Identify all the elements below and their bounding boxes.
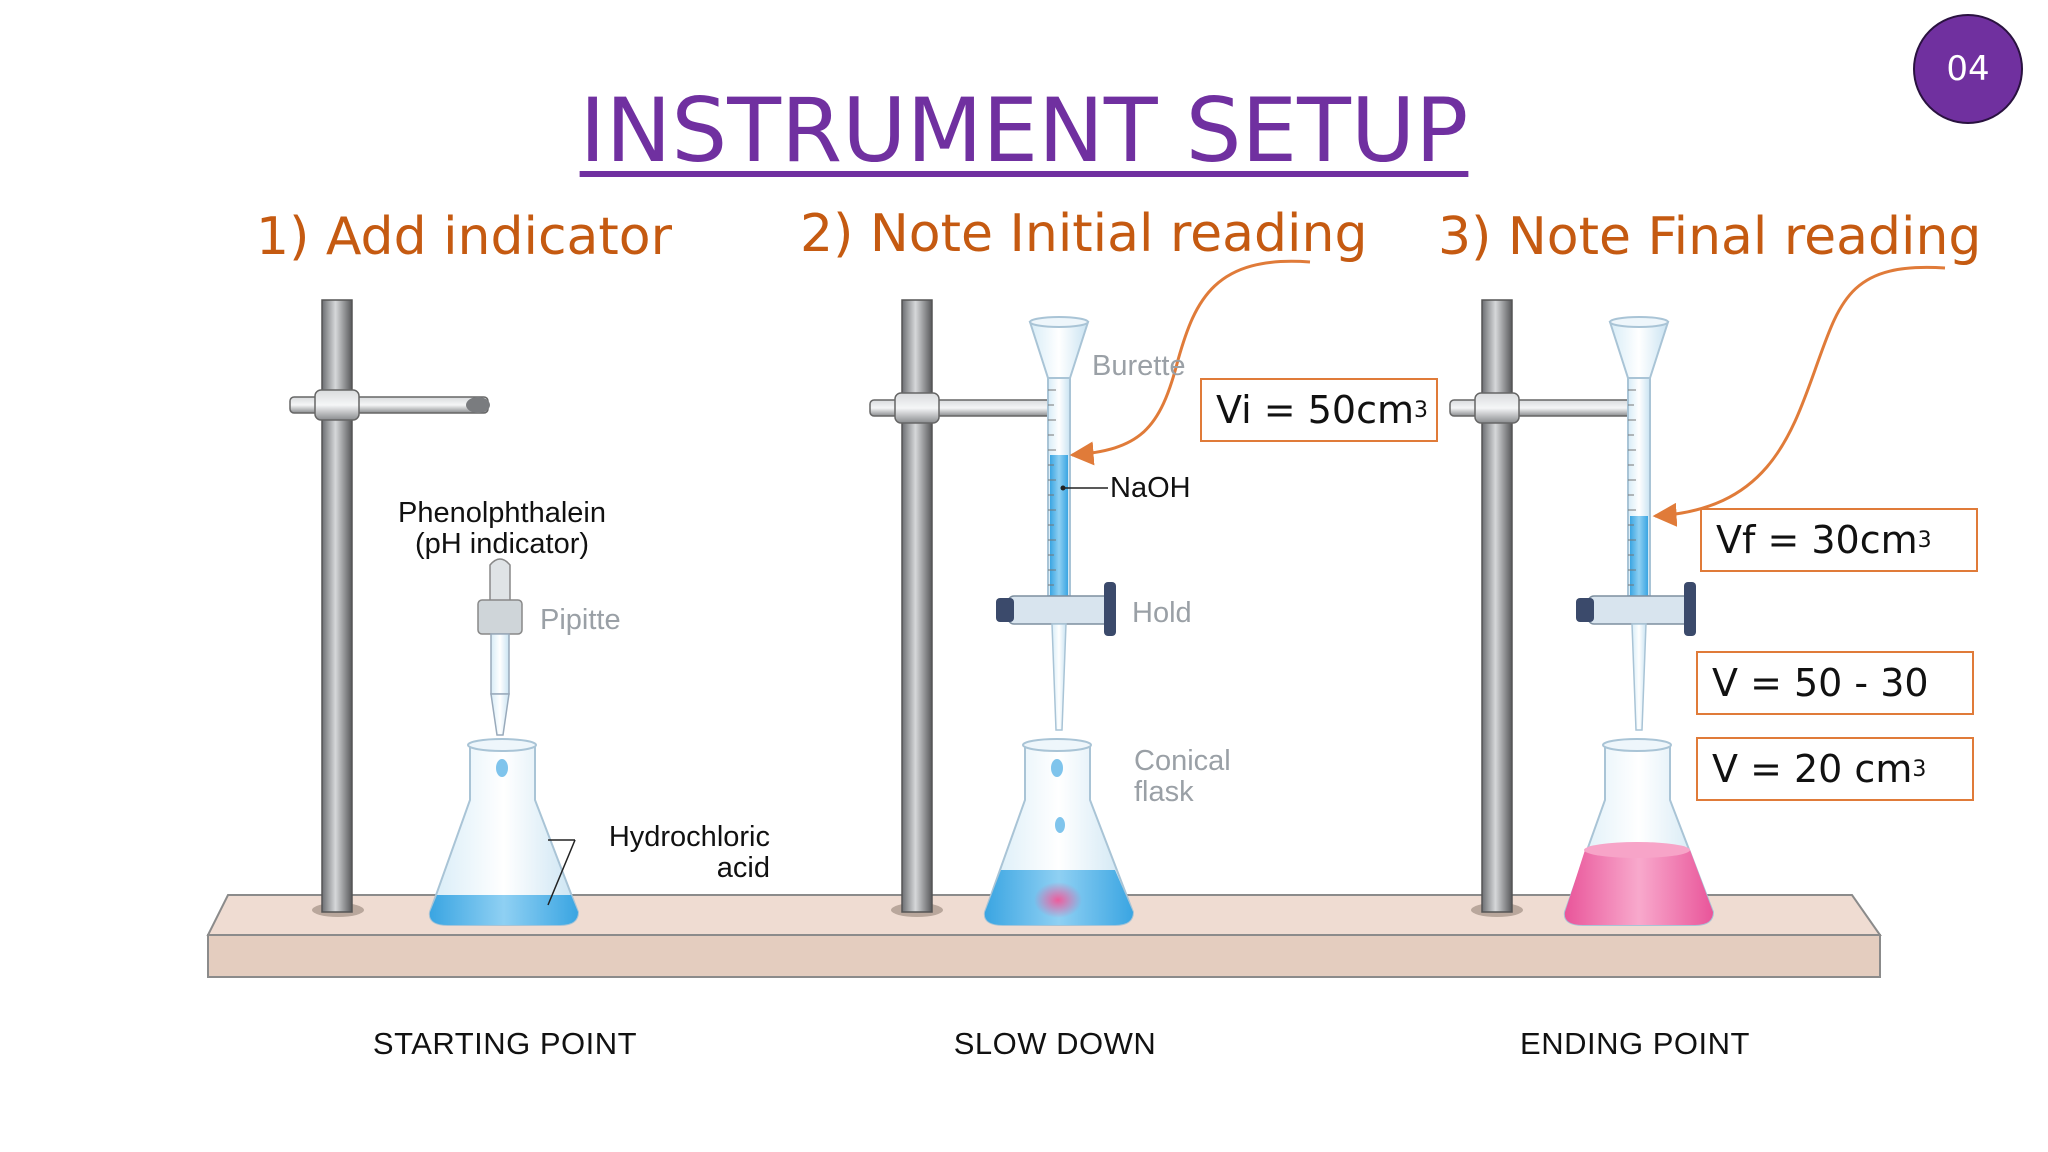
flask-label-line-2: flask — [1134, 776, 1194, 808]
acid-label-line-2: acid — [716, 852, 770, 884]
burette-label: Burette — [1092, 350, 1186, 382]
indicator-label-line-1: Phenolphthalein — [397, 497, 606, 529]
burette-1 — [996, 316, 1116, 731]
step-2-heading: 2) Note Initial reading — [800, 204, 1368, 264]
flask-label-line-1: Conical — [1134, 745, 1231, 777]
slide-title-text: INSTRUMENT SETUP — [579, 79, 1469, 182]
conical-flask-1 — [428, 738, 580, 926]
pipette-label: Pipitte — [540, 604, 621, 636]
acid-label: Hydrochloric acid — [590, 822, 770, 884]
stand-1 — [289, 299, 490, 917]
naoh-label: NaOH — [1110, 472, 1191, 504]
final-reading-text: Vf = 30cm — [1716, 518, 1918, 562]
initial-reading-unit-power: 3 — [1413, 397, 1428, 423]
indicator-label: Phenolphthalein (pH indicator) — [392, 498, 612, 560]
result-text: V = 20 cm — [1712, 747, 1913, 791]
hold-label: Hold — [1132, 597, 1192, 629]
initial-reading-text: Vi = 50cm — [1216, 388, 1414, 432]
burette-2 — [1576, 316, 1696, 731]
stand-3 — [1449, 299, 1651, 917]
step-1-heading: 1) Add indicator — [256, 207, 672, 267]
acid-label-line-1: Hydrochloric — [608, 821, 770, 853]
page-number-badge: 04 — [1913, 14, 2023, 124]
final-reading-arrow — [1652, 265, 1946, 527]
difference-text: V = 50 - 30 — [1712, 661, 1929, 705]
result-unit-power: 3 — [1912, 756, 1927, 782]
stand-2 — [869, 299, 1071, 917]
conical-flask-3 — [1563, 738, 1715, 926]
slide-title: INSTRUMENT SETUP — [0, 76, 2048, 186]
stage-caption-end: ENDING POINT — [1520, 1026, 1750, 1061]
step-3-heading: 3) Note Final reading — [1438, 207, 1982, 267]
conical-flask-2 — [983, 738, 1135, 926]
indicator-label-line-2: (pH indicator) — [414, 528, 590, 560]
stage-caption-start: STARTING POINT — [372, 1026, 638, 1061]
initial-reading-arrow — [1069, 259, 1311, 466]
flask-label: Conical flask — [1134, 746, 1231, 808]
difference-box: V = 50 - 30 — [1696, 651, 1974, 715]
stage-caption-slow: SLOW DOWN — [953, 1026, 1157, 1061]
final-reading-unit-power: 3 — [1917, 527, 1932, 553]
